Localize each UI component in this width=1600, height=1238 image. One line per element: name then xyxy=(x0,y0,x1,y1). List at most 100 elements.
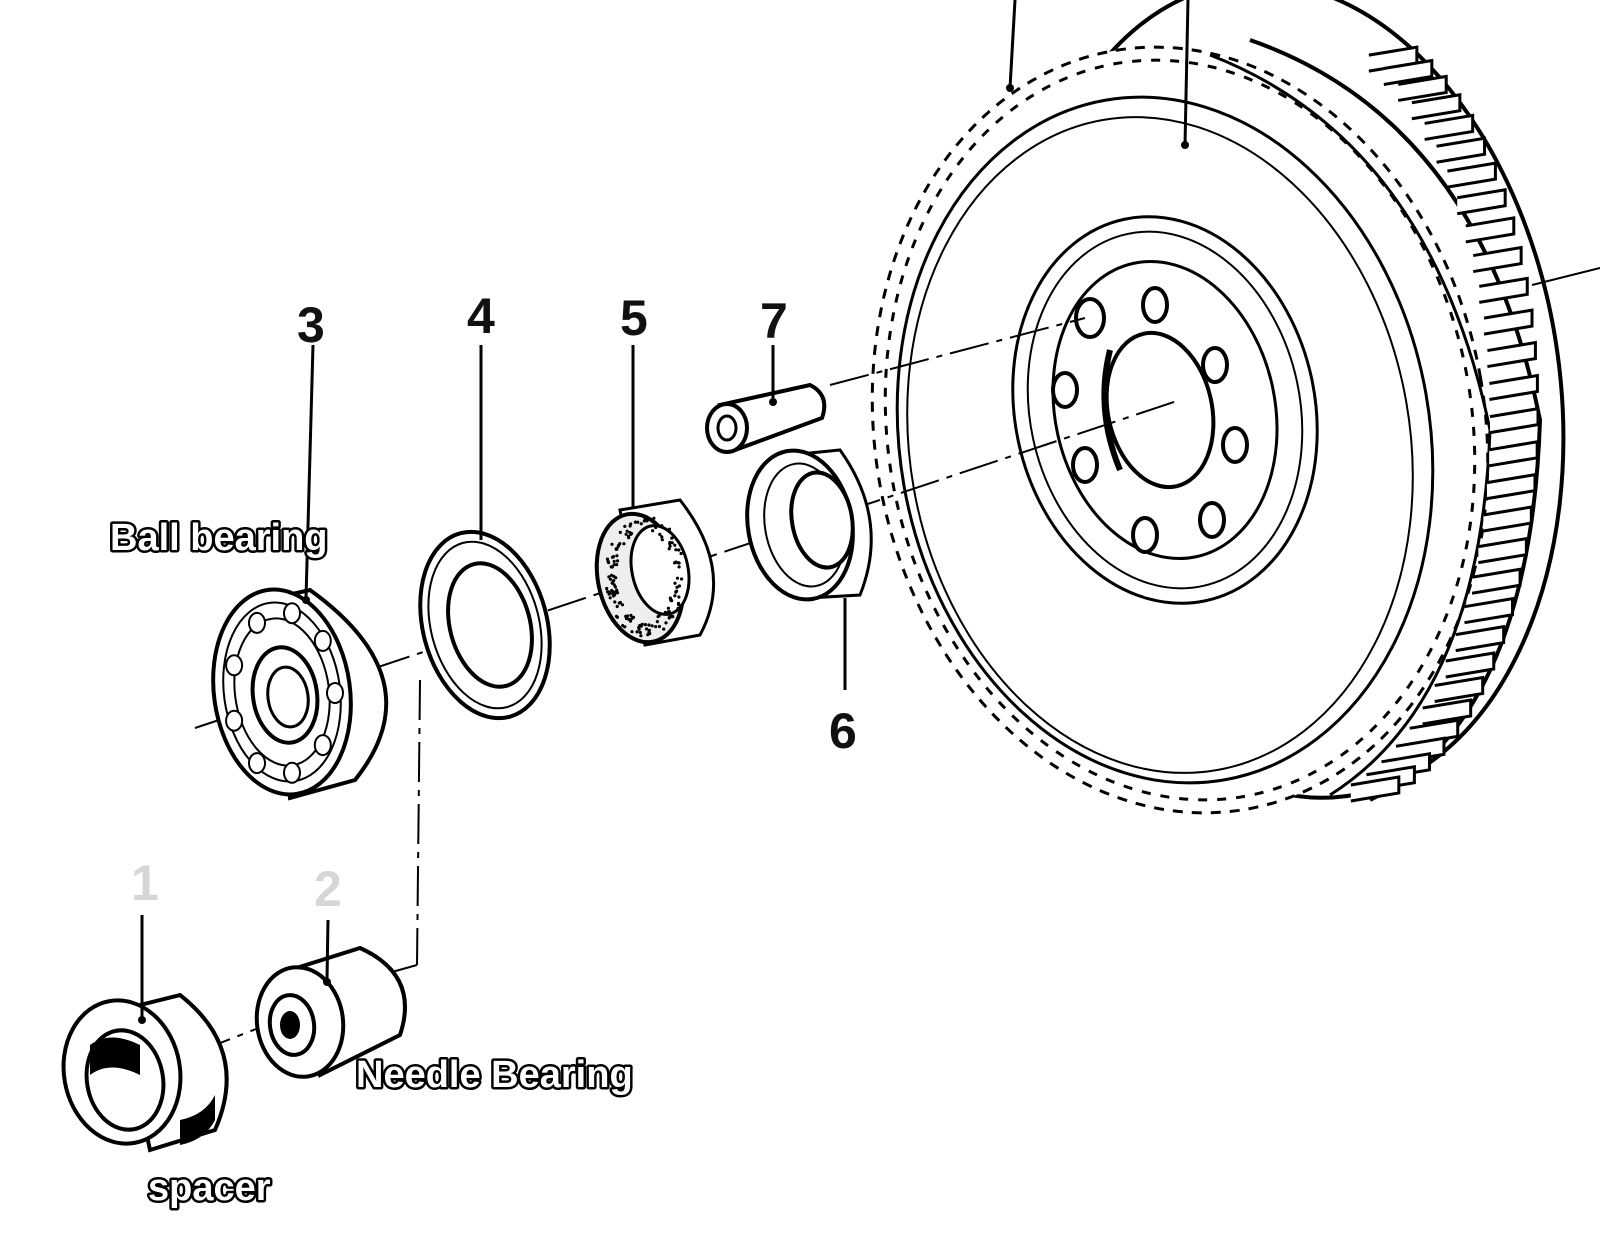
part-number-6: 6 xyxy=(829,703,857,759)
cage-stipple xyxy=(657,524,661,528)
bearing-ball xyxy=(283,761,301,784)
part-number-1: 1 xyxy=(131,855,159,911)
cage-stipple xyxy=(608,577,613,581)
callout-labels: Ball bearing Needle Bearing spacer xyxy=(108,515,636,1212)
cage-stipple xyxy=(667,615,672,619)
gear-tooth xyxy=(1445,651,1496,679)
cage-stipple xyxy=(664,621,668,625)
part-number-3: 3 xyxy=(297,297,325,353)
cage-stipple xyxy=(635,630,639,634)
cage-stipple xyxy=(660,538,664,542)
cage-stipple xyxy=(629,613,633,618)
cage-stipple xyxy=(610,588,614,593)
cage-stipple xyxy=(612,563,616,567)
cage-stipple xyxy=(626,534,631,539)
gear-tooth xyxy=(1397,74,1448,102)
cage-stipple xyxy=(679,551,683,556)
bearing-ball xyxy=(248,611,266,634)
part-number-2: 2 xyxy=(314,861,342,917)
cage-stipple xyxy=(676,606,680,610)
cage-stipple xyxy=(605,557,610,561)
bolt-holes xyxy=(1051,286,1249,554)
cage-stipple xyxy=(633,520,638,524)
cage-stipple xyxy=(654,625,658,629)
cage-stipple xyxy=(615,563,619,567)
cage-stipple xyxy=(618,542,622,546)
cage-stipple xyxy=(616,559,620,563)
part-number-7: 7 xyxy=(760,293,788,349)
cage-stipple xyxy=(624,532,628,536)
cage-stipple xyxy=(622,542,626,546)
gear-tooth xyxy=(1465,216,1516,244)
cage-stipple xyxy=(677,565,681,569)
spacer-label: spacer xyxy=(148,1167,271,1209)
cage-stipple xyxy=(627,617,631,621)
part-2-needle-bearing xyxy=(254,919,407,1079)
cage-stipple xyxy=(660,535,664,539)
part-4-washer xyxy=(418,345,552,721)
cage-stipple xyxy=(677,595,681,599)
cage-stipple xyxy=(651,529,655,533)
cage-stipple xyxy=(675,576,680,580)
cage-stipple xyxy=(610,542,614,546)
gear-tooth xyxy=(1350,775,1401,803)
cage-stipple xyxy=(616,544,620,548)
gear-tooth xyxy=(1489,406,1540,435)
bearing-ball xyxy=(248,752,266,775)
cage-stipple xyxy=(668,544,672,548)
cage-stipple xyxy=(605,590,610,594)
cage-stipple xyxy=(629,531,634,536)
cage-stipple xyxy=(614,547,618,551)
cage-stipple xyxy=(666,610,671,614)
cage-stipple xyxy=(670,536,674,540)
bearing-ball xyxy=(225,709,244,732)
cage-stipple xyxy=(621,624,625,628)
gear-tooth xyxy=(1478,536,1528,565)
gear-tooth xyxy=(1488,440,1539,468)
cage-stipple xyxy=(667,527,672,531)
cage-stipple xyxy=(636,520,640,524)
cage-stipple xyxy=(637,627,641,631)
cage-stipple xyxy=(613,600,617,604)
cage-stipple xyxy=(645,627,649,631)
cage-stipple xyxy=(623,524,627,529)
gear-tooth xyxy=(1471,567,1522,595)
gear-tooth xyxy=(1464,596,1514,625)
cage-stipple xyxy=(611,579,615,583)
gear-tooth xyxy=(1422,698,1473,726)
cage-stipple xyxy=(617,601,621,605)
gear-tooth xyxy=(1447,161,1497,189)
bearing-ball xyxy=(313,734,332,757)
part-5-needle-cage xyxy=(594,345,716,647)
cage-stipple xyxy=(671,615,675,619)
cage-stipple xyxy=(673,594,677,598)
cage-stipple xyxy=(673,581,677,585)
part-number-5: 5 xyxy=(620,290,648,346)
gear-tooth xyxy=(1487,340,1537,369)
cage-stipple xyxy=(674,548,678,552)
cage-stipple xyxy=(674,590,678,594)
bearing-ball xyxy=(313,629,332,652)
cage-stipple xyxy=(615,604,619,609)
cage-stipple xyxy=(630,630,634,634)
cage-stipple xyxy=(650,624,654,628)
cage-stipple xyxy=(652,516,656,520)
cage-stipple xyxy=(680,577,684,581)
gear-tooth xyxy=(1486,472,1537,501)
bearing-ball xyxy=(283,602,301,625)
bearing-ball xyxy=(225,654,244,677)
part-6-seal xyxy=(745,448,873,690)
cage-stipple xyxy=(670,541,674,545)
part-7-pin xyxy=(705,345,827,454)
ball-bearing-label: Ball bearing xyxy=(110,517,328,559)
cage-stipple xyxy=(677,584,682,588)
cage-stipple xyxy=(672,535,676,539)
cage-stipple xyxy=(625,614,630,618)
cage-stipple xyxy=(642,527,646,531)
cage-stipple xyxy=(607,575,611,579)
cage-stipple xyxy=(657,624,662,629)
gear-tooth xyxy=(1489,373,1539,401)
gear-tooth xyxy=(1424,113,1475,141)
part-3-ball-bearing xyxy=(211,344,389,801)
